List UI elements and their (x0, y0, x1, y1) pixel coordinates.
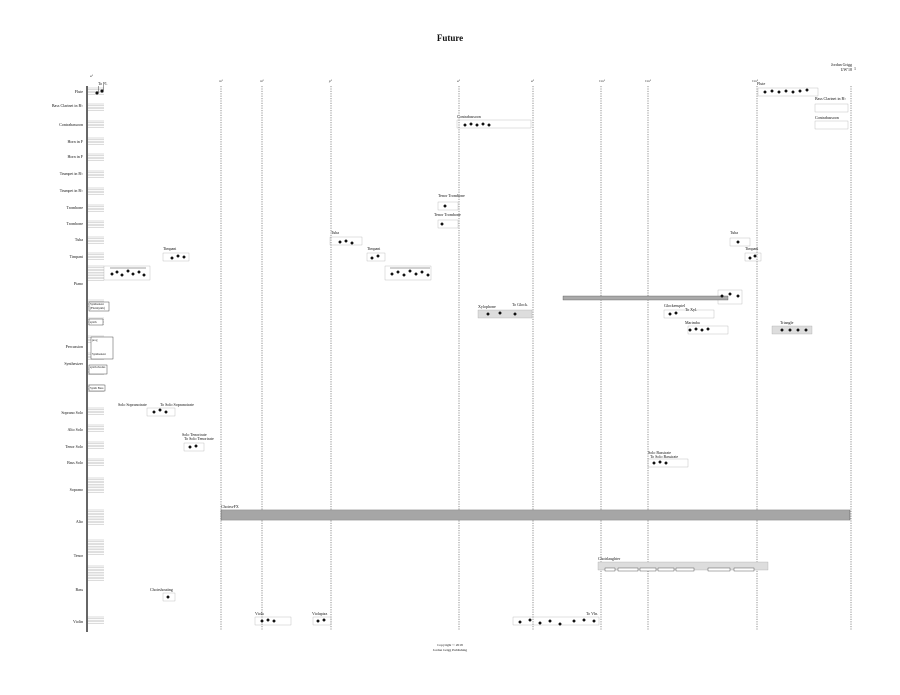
instrument-name: Flute (74, 89, 83, 94)
notes-tuba (338, 239, 740, 245)
instrument-name: Synthesizer (64, 361, 83, 366)
cue-label: Tuba (331, 230, 340, 235)
notes-piano-2 (390, 267, 430, 277)
cue-label: Timpani (745, 246, 759, 251)
instrument-name: Trombone (66, 221, 83, 226)
notes-timpani (170, 254, 757, 260)
rehearsal-mark: Cm¹ (599, 79, 605, 83)
cue-label: Xylophone (478, 304, 496, 309)
composer-sub: UW'18 (840, 67, 852, 72)
rehearsal-mark: Cm³ (752, 79, 758, 83)
cue-label: To Solo Tenorirate (184, 436, 214, 441)
instrument-name: Trumpet in B♭ (59, 188, 83, 193)
cue-label: Viola (255, 611, 264, 616)
notes-xylophone (486, 311, 517, 316)
rehearsal-mark: p¹ (329, 79, 332, 83)
instrument-name: Alto Solo (67, 427, 83, 432)
synth-box-label: synth rhodes (90, 365, 106, 369)
choirlaughter-blocks (604, 567, 755, 572)
notes-strings (260, 618, 596, 626)
rehearsal-mark: a³ (531, 79, 534, 83)
cue-label: Choirlaughter (598, 556, 621, 561)
rehearsal-mark: m² (260, 79, 264, 83)
cue-label: Tuba (730, 230, 739, 235)
cue-label: To Vln. (586, 611, 599, 616)
cue-label: Triangle (780, 320, 794, 325)
synth-box-label: prog (92, 338, 98, 342)
instrument-name: Tuba (74, 237, 83, 242)
cue-label: Tenor Trombone (434, 212, 461, 217)
page-number: 1 (854, 66, 856, 71)
note-clusters (95, 85, 809, 626)
instrument-name: Bass Clarinet in B♭ (51, 103, 83, 108)
notes-perc (668, 292, 808, 332)
cue-label: To Solo Bassirate (650, 454, 679, 459)
cue-label: Bass Clarinet in B♭ (815, 96, 847, 101)
notes-voices (152, 408, 668, 599)
notes-contrabassoon (463, 122, 491, 127)
notes-trombone (440, 204, 447, 226)
synth-box-label: Synth Bass (90, 386, 104, 390)
synth-label-boxes (88, 301, 114, 392)
cue-label: Tenor Trombone (438, 193, 465, 198)
cue-label: Choirshouting (150, 587, 173, 592)
cue-label: Solo Tenorirate (182, 432, 207, 437)
notes-flute-intro (95, 85, 104, 95)
cue-label: To Xyl. (685, 307, 698, 312)
rehearsal-mark: a¹ (90, 74, 93, 78)
instrument-name: Violin (73, 619, 83, 624)
copyright-line: Copyright © 2018 (437, 643, 463, 647)
rehearsal-mark: a² (457, 79, 460, 83)
instrument-name: Soprano (69, 487, 83, 492)
cue-label: Solo Bassirate (648, 450, 671, 455)
instrument-name: Timpani (69, 254, 83, 259)
instrument-name: Horn in F (67, 139, 83, 144)
cue-label: Timpani (163, 246, 177, 251)
cue-staves (103, 87, 849, 626)
composer-credit: Jordan Grigg UW'18 (831, 62, 852, 72)
cue-label: Flute (757, 81, 766, 86)
instrument-name: Horn in F (67, 154, 83, 159)
cue-label: Timpani (367, 246, 381, 251)
instrument-name: Contrabassoon (59, 122, 83, 127)
publisher-line: Jordan Grigg Publishing (432, 647, 468, 652)
cue-label: To Glock. (512, 302, 528, 307)
copyright-footer: Copyright © 2018 Jordan Grigg Publishing (0, 643, 900, 652)
instrument-name: Tenor (73, 553, 83, 558)
instrument-name: Bass (75, 587, 83, 592)
synth-box-label: Synthesizer (92, 352, 106, 356)
notes-flute-end (763, 88, 809, 94)
instrument-name: Soprano Solo (61, 410, 83, 415)
synth-box-label: synth (90, 320, 97, 324)
composer-name: Jordan Grigg (831, 62, 852, 67)
instrument-name: Piano (73, 281, 83, 286)
instrument-name: Trombone (66, 205, 83, 210)
cue-label: Solo Sopranoirate (118, 402, 147, 407)
cue-label: Marimba (685, 320, 700, 325)
instrument-name: Percussion (65, 344, 83, 349)
cue-label: To Fl. (98, 81, 108, 86)
cue-label: Glockenspiel (664, 303, 686, 308)
instrument-name: Trumpet in B♭ (59, 171, 83, 176)
instrument-name: Tenor Solo (65, 444, 83, 449)
barlines (220, 86, 852, 630)
rehearsal-mark: Cm² (645, 79, 651, 83)
cue-label: To Solo Sopranoirate (160, 402, 194, 407)
choirsfx-band (220, 509, 851, 521)
cue-label: Contrabassoon (457, 114, 481, 119)
synth-box-label: Synthesizer (Fluidsynth) (90, 302, 105, 310)
cue-label: Violapizz (312, 611, 328, 616)
cue-label: Contrabassoon (815, 115, 839, 120)
synth-band (562, 295, 729, 301)
instrument-name: Bass Solo (67, 460, 83, 465)
notes-piano-1 (110, 267, 146, 277)
instrument-name: Alto (75, 519, 83, 524)
cue-label: ChoirsvFX (221, 504, 239, 509)
rehearsal-mark: m¹ (219, 79, 223, 83)
page-title: Future (436, 33, 464, 43)
